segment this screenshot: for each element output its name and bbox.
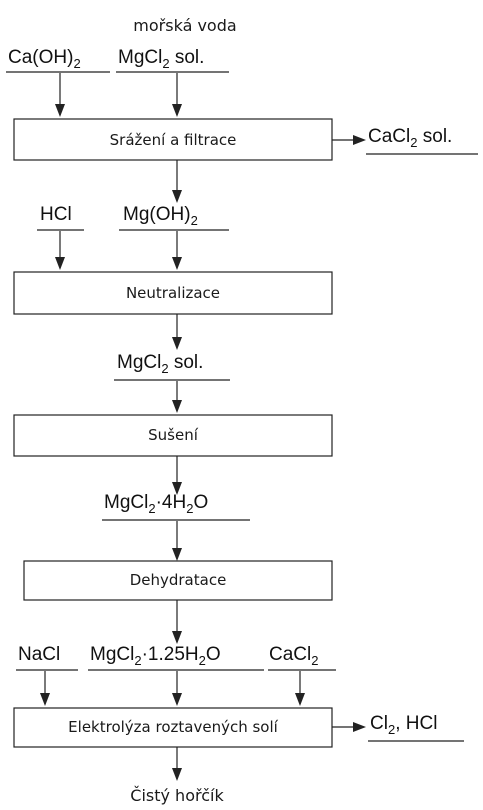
arrowhead-mgcl2-to-step3 xyxy=(172,400,182,413)
step-label-drying: Sušení xyxy=(148,426,199,444)
step-label-precipitation-filtration: Srážení a filtrace xyxy=(110,131,237,149)
output-cacl2-solution: CaCl2 sol. xyxy=(368,126,452,150)
final-product-pure-magnesium: Čistý hořčík xyxy=(130,786,224,805)
arrowhead-step2-to-mgcl2 xyxy=(172,337,182,350)
arrowhead-step3-to-tetrahydrate xyxy=(172,482,182,495)
step-label-dehydration: Dehydratace xyxy=(130,571,227,589)
arrowhead-nacl-to-step5 xyxy=(40,693,50,706)
intermediate-mgcl2-hydrate-125: MgCl2·1.25H2O xyxy=(90,644,221,668)
input-sodium-chloride: NaCl xyxy=(18,644,60,665)
arrowhead-caoh2-to-step1 xyxy=(55,104,65,117)
arrowhead-step5-to-chlorine xyxy=(353,722,366,732)
arrowhead-step4-to-hydrate xyxy=(172,631,182,644)
input-mgcl2-solution: MgCl2 sol. xyxy=(118,47,204,71)
arrowhead-mgcl2-to-step1 xyxy=(172,104,182,117)
arrowhead-hcl-to-step2 xyxy=(55,257,65,270)
intermediate-mgcl2-solution: MgCl2 sol. xyxy=(117,352,203,376)
arrowhead-step5-to-magnesium xyxy=(172,768,182,781)
seawater-note: mořská voda xyxy=(133,16,236,35)
arrowhead-mgoh2-to-step2 xyxy=(172,257,182,270)
input-calcium-chloride: CaCl2 xyxy=(269,644,318,668)
step-neutralization xyxy=(13,271,333,315)
arrowhead-tetrahydrate-to-step4 xyxy=(172,548,182,561)
intermediate-magnesium-hydroxide: Mg(OH)2 xyxy=(123,204,198,228)
output-chlorine-hcl: Cl2, HCl xyxy=(370,713,437,737)
step-label-molten-salt-electrolysis: Elektrolýza roztavených solí xyxy=(68,718,278,736)
arrowhead-step1-to-cacl2 xyxy=(353,135,366,145)
intermediate-mgcl2-tetrahydrate: MgCl2·4H2O xyxy=(104,492,208,516)
step-dehydration xyxy=(23,560,333,601)
input-calcium-hydroxide: Ca(OH)2 xyxy=(8,47,81,71)
input-hydrochloric-acid: HCl xyxy=(40,204,72,225)
step-drying xyxy=(13,414,333,457)
step-label-neutralization: Neutralizace xyxy=(126,284,220,302)
step-precipitation-filtration xyxy=(13,118,333,161)
arrowhead-hydrate-to-step5 xyxy=(172,693,182,706)
arrowhead-cacl2-to-step5 xyxy=(295,693,305,706)
arrowhead-step1-to-mgoh2 xyxy=(172,190,182,203)
